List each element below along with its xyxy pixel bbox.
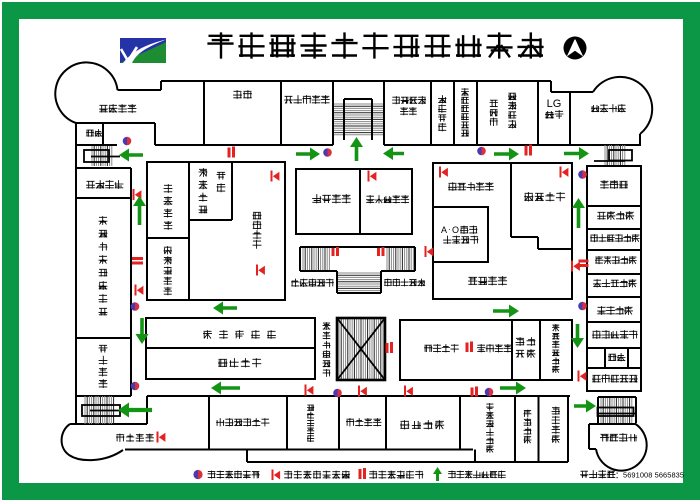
- svg-text:LG: LG: [547, 98, 562, 110]
- svg-text:O: O: [452, 225, 459, 235]
- svg-text:·: ·: [448, 225, 451, 234]
- svg-text:：: ：: [615, 470, 624, 480]
- svg-text:A: A: [441, 225, 447, 235]
- svg-text:5691008 5665835: 5691008 5665835: [623, 471, 684, 480]
